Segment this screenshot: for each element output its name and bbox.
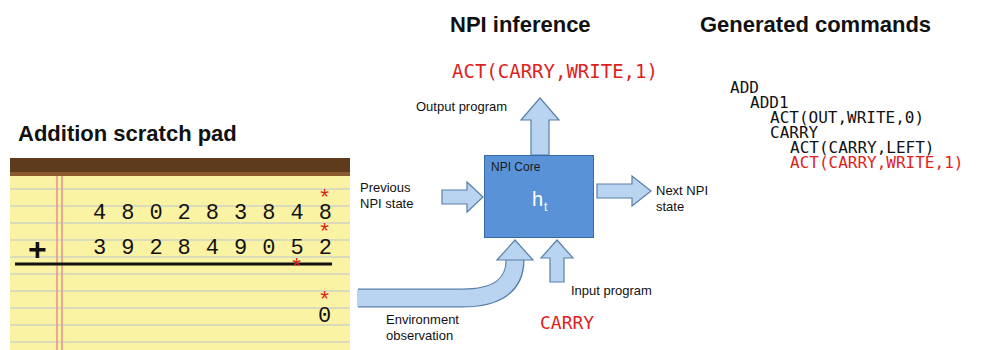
arrow-label: Input program: [571, 283, 652, 299]
arrow-label: Environment observation: [386, 312, 472, 343]
output-program: ACT(CARRY,WRITE,1): [452, 60, 658, 83]
input-program: CARRY: [540, 312, 594, 334]
pad-binding: [10, 158, 350, 176]
command-line: ADD: [730, 80, 759, 96]
arrow-label: Output program: [416, 99, 507, 115]
panel-heading: Addition scratch pad: [18, 121, 237, 147]
addend-digits: 3 9 2 8 4 9 0 5 2: [93, 238, 333, 260]
input-program-arrow: [541, 240, 573, 282]
state-subscript: t: [544, 200, 547, 214]
pad-binding-edge: [10, 172, 350, 176]
arrow-label: Next NPI state: [656, 183, 718, 214]
observation-arrow: [357, 259, 515, 298]
observation-arrow-outline: [358, 260, 515, 298]
panel-heading: NPI inference: [450, 12, 591, 38]
pad-rules: [10, 189, 350, 342]
sum-line: [15, 263, 332, 266]
plus-sign: +: [28, 233, 47, 265]
pointer-mark: *: [290, 258, 303, 280]
command-line: ACT(CARRY,LEFT): [790, 140, 935, 156]
state-in-arrow: [442, 182, 483, 212]
sum-digit: 0: [318, 306, 331, 328]
observation-arrow-head: [497, 240, 533, 260]
state-out-arrow: [597, 176, 651, 206]
output-arrow: [521, 98, 559, 155]
state-symbol: h: [532, 187, 543, 211]
arrow-label: Previous NPI state: [360, 180, 426, 211]
command-line: ACT(OUT,WRITE,0): [770, 110, 924, 126]
panel-heading: Generated commands: [700, 12, 931, 38]
command-line: ACT(CARRY,WRITE,1): [790, 155, 963, 171]
command-line: ADD1: [750, 95, 789, 111]
addend-digits: 4 8 0 2 8 3 8 4 8: [93, 203, 333, 225]
node-title: NPI Core: [491, 160, 540, 174]
command-line: CARRY: [770, 125, 818, 141]
pad-paper: [10, 158, 350, 350]
core-box: NPI Core ht: [484, 155, 594, 238]
